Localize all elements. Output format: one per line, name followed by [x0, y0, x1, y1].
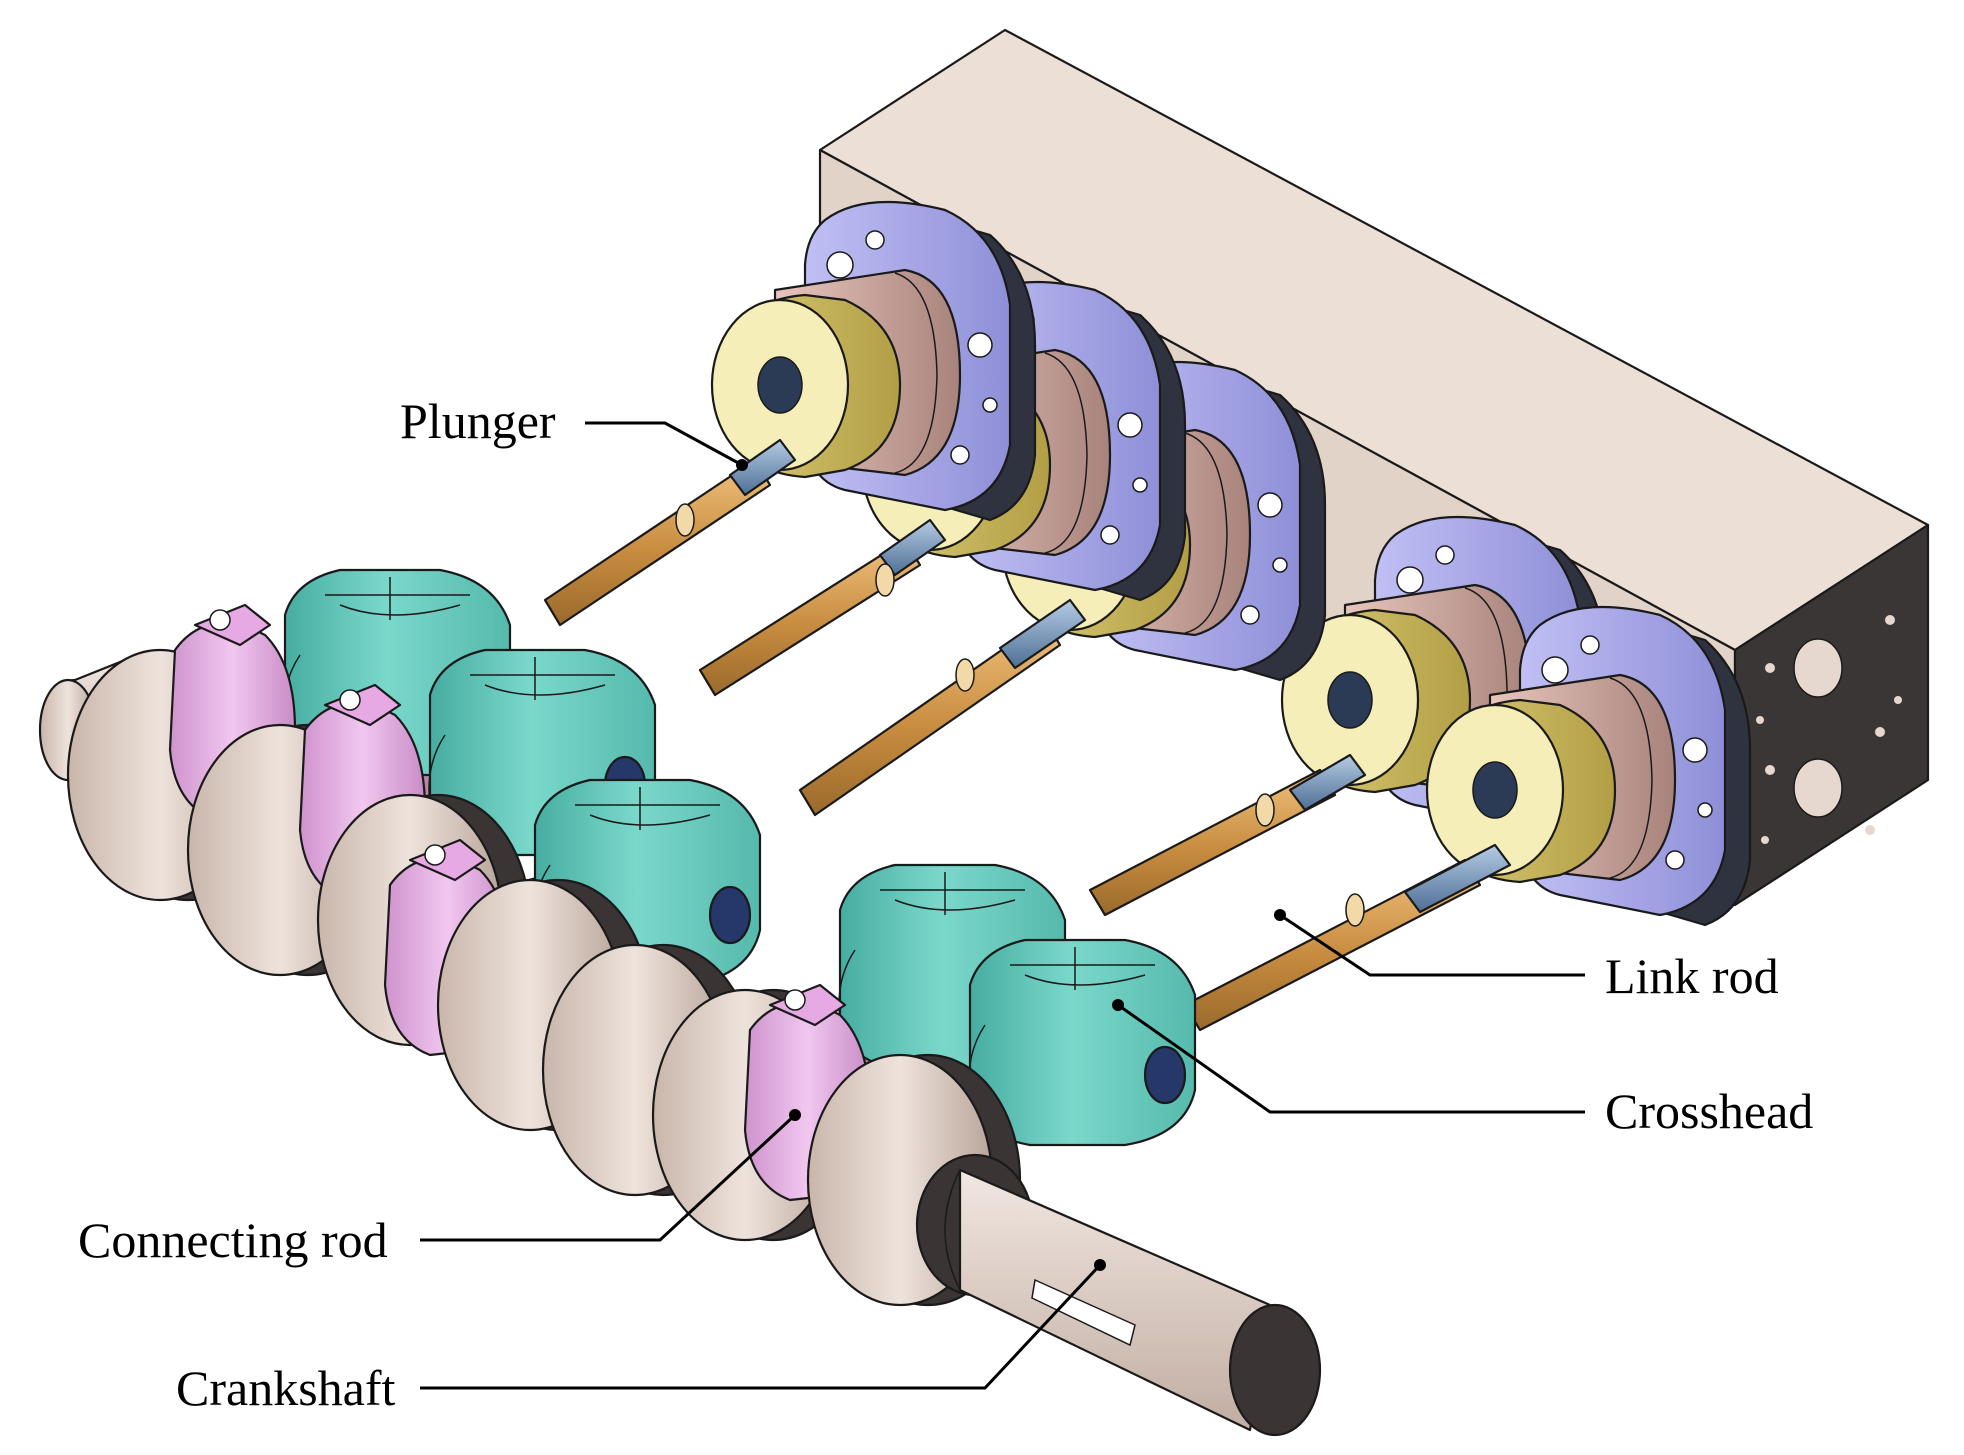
- leader-lines: [420, 421, 1585, 1390]
- link-rod-label: Link rod: [1605, 948, 1779, 1004]
- connecting-rod-leader: [420, 1113, 797, 1242]
- crankshaft-leader: [420, 1263, 1102, 1390]
- plunger-leader: [585, 421, 743, 467]
- connecting-rod-label: Connecting rod: [78, 1212, 388, 1268]
- link-rod-leader: [1279, 913, 1585, 977]
- crankshaft-leader-dot: [1094, 1259, 1106, 1271]
- crankshaft-label: Crankshaft: [176, 1360, 395, 1416]
- crosshead-leader-dot: [1112, 999, 1124, 1011]
- crosshead-leader: [1117, 1003, 1585, 1114]
- plunger-leader-dot: [736, 459, 748, 471]
- crosshead-label: Crosshead: [1605, 1083, 1813, 1139]
- connecting-rod-leader-dot: [789, 1109, 801, 1121]
- link-rods: [543, 438, 1512, 1032]
- plunger-label: Plunger: [400, 393, 556, 449]
- crankshaft-assembly: [38, 603, 1322, 1437]
- callout-labels: Plunger Link rod Crosshead Connecting ro…: [78, 393, 1813, 1416]
- link-rod-leader-dot: [1274, 909, 1286, 921]
